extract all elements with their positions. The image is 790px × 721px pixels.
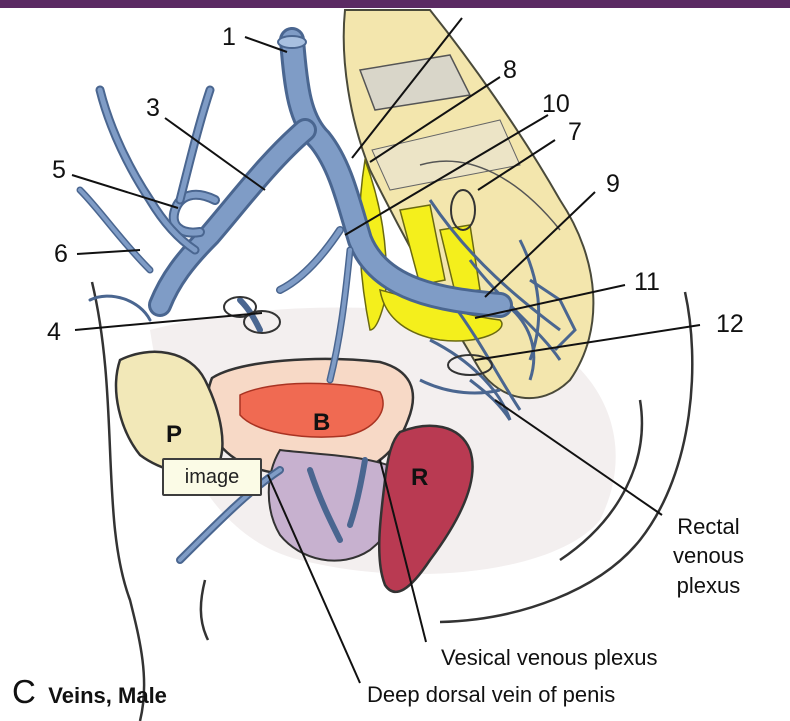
deep-dorsal-vein-label: Deep dorsal vein of penis [367,684,615,706]
caption-letter: C [12,673,36,710]
rectal-label-line3: plexus [673,571,744,600]
vesical-venous-plexus-label: Vesical venous plexus [441,647,657,669]
label-9: 9 [606,170,620,198]
prostate-letter: P [166,421,182,448]
label-4: 4 [47,318,61,346]
rectal-label-line1: Rectal [673,512,744,541]
label-3: 3 [146,94,160,122]
figure-caption: C Veins, Male [12,673,167,711]
label-10: 10 [542,90,570,118]
label-11: 11 [634,268,660,296]
caption-text: Veins, Male [48,683,167,708]
rectal-label-line2: venous [673,541,744,570]
image-tag-label: image [185,466,239,489]
label-12: 12 [716,310,744,338]
bladder-letter: B [313,409,330,436]
label-5: 5 [52,156,66,184]
vessel-opening [278,36,306,48]
image-tag[interactable]: image [162,458,262,496]
rectal-venous-plexus-label: Rectal venous plexus [673,512,744,600]
label-6: 6 [54,240,68,268]
label-8: 8 [503,56,517,84]
label-7: 7 [568,118,582,146]
rectum-letter: R [411,464,428,491]
label-1: 1 [222,23,236,51]
